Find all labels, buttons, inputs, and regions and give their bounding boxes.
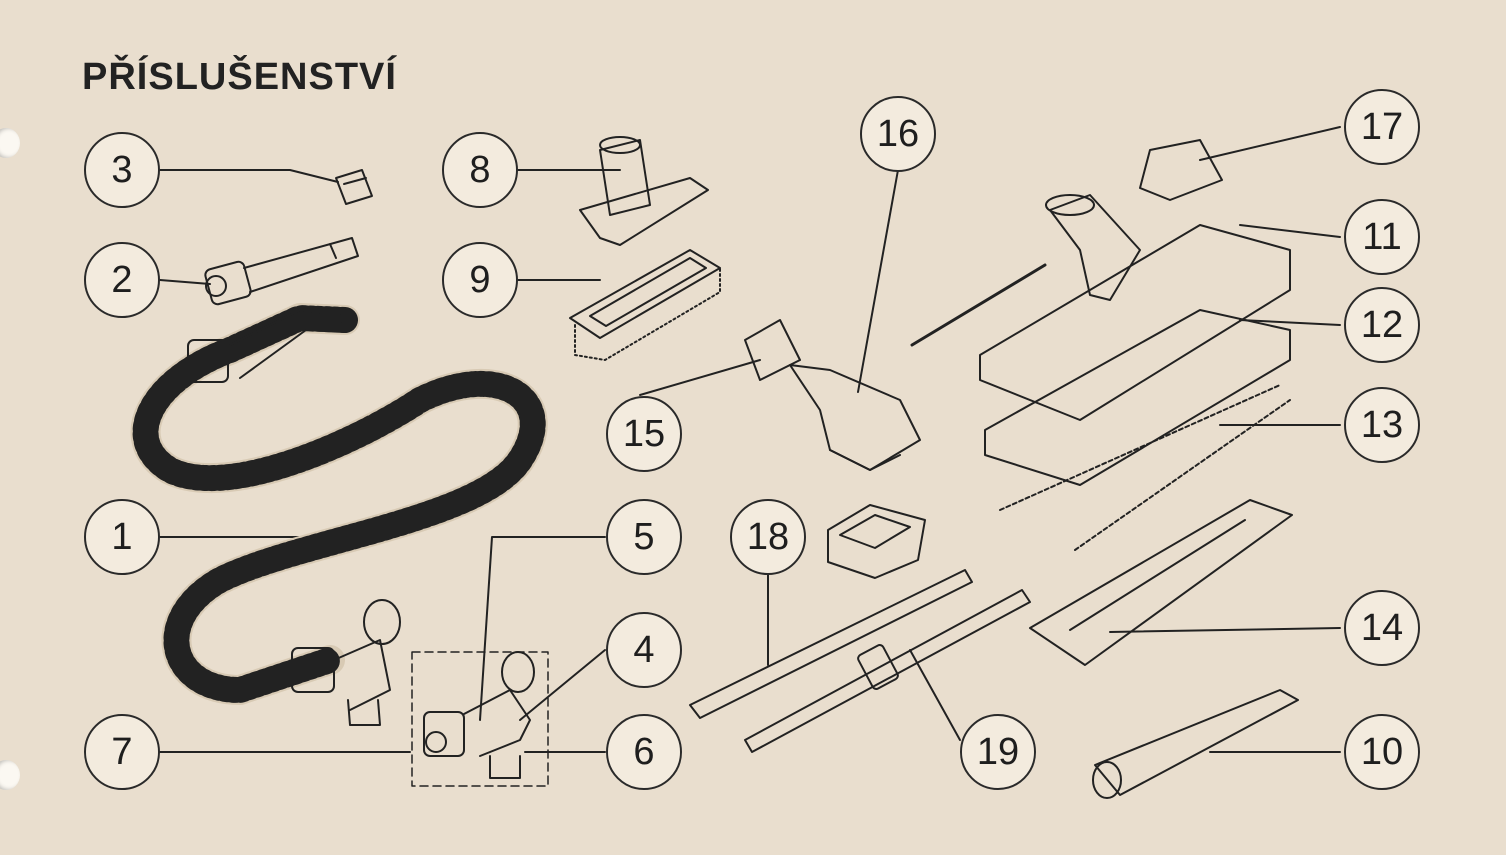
callout-2: 2 xyxy=(84,242,160,318)
small-tray xyxy=(827,504,926,579)
part-15-16-tool xyxy=(744,319,921,471)
callout-5: 5 xyxy=(606,499,682,575)
callout-15: 15 xyxy=(606,396,682,472)
part-2-handle xyxy=(204,237,359,306)
callout-3: 3 xyxy=(84,132,160,208)
part-13-brush-strip xyxy=(999,384,1291,551)
part-14-sole xyxy=(1029,499,1293,666)
part-17-clip xyxy=(1139,139,1223,201)
part-1-hose xyxy=(130,303,548,726)
part-12-plate xyxy=(984,309,1291,486)
part-5-adapter xyxy=(423,651,535,779)
part-9-brush xyxy=(569,249,721,361)
part-3-cap xyxy=(335,169,373,205)
part-8-nozzle xyxy=(579,136,709,246)
callout-19: 19 xyxy=(960,714,1036,790)
callout-4: 4 xyxy=(606,612,682,688)
callout-11: 11 xyxy=(1344,199,1420,275)
callout-17: 17 xyxy=(1344,89,1420,165)
callout-1: 1 xyxy=(84,499,160,575)
callout-6: 6 xyxy=(606,714,682,790)
callout-16: 16 xyxy=(860,96,936,172)
binder-hole xyxy=(0,760,20,790)
callout-14: 14 xyxy=(1344,590,1420,666)
callout-10: 10 xyxy=(1344,714,1420,790)
callout-13: 13 xyxy=(1344,387,1420,463)
part-10-crevice xyxy=(1092,689,1299,799)
callout-8: 8 xyxy=(442,132,518,208)
callout-7: 7 xyxy=(84,714,160,790)
callout-18: 18 xyxy=(730,499,806,575)
part-11-nozzle xyxy=(979,194,1291,421)
rod xyxy=(910,263,1047,347)
part-18-19-tubes xyxy=(689,569,1031,753)
callout-12: 12 xyxy=(1344,287,1420,363)
binder-hole xyxy=(0,128,20,158)
part-7-box xyxy=(411,651,549,787)
callout-9: 9 xyxy=(442,242,518,318)
page-title: PŘÍSLUŠENSTVÍ xyxy=(82,56,397,98)
leader-lines xyxy=(159,126,1341,753)
